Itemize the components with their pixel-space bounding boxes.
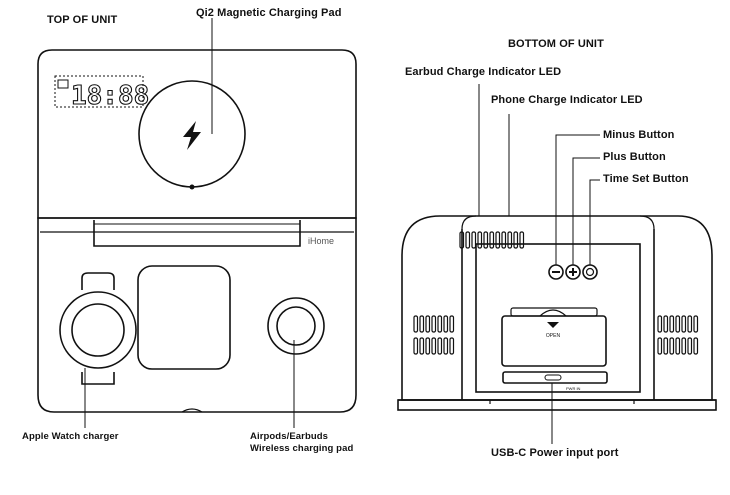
top-of-unit-title: TOP OF UNIT xyxy=(47,14,118,26)
plus-button-label: Plus Button xyxy=(603,151,666,163)
apple-watch-charger xyxy=(59,272,137,385)
pwr-in-label: PWR IN xyxy=(566,386,581,391)
airpods-label-line1: Airpods/Earbuds xyxy=(250,431,329,442)
minus-button-label: Minus Button xyxy=(603,129,675,141)
earbud-led-label: Earbud Charge Indicator LED xyxy=(405,66,562,78)
qi2-pad-label: Qi2 Magnetic Charging Pad xyxy=(196,7,342,19)
plus-icon xyxy=(569,268,577,276)
brand-logo: iHome xyxy=(308,236,334,246)
clock-icon xyxy=(585,267,595,277)
qi2-charging-pad xyxy=(138,80,246,190)
apple-watch-charger-label: Apple Watch charger xyxy=(22,431,119,442)
usb-c-port: PWR IN xyxy=(502,371,608,391)
bottom-unit-drawing: OPEN PWR IN xyxy=(397,84,717,444)
open-tab-label: OPEN xyxy=(546,333,561,339)
bottom-of-unit-title: BOTTOM OF UNIT xyxy=(508,38,604,50)
time-set-button xyxy=(582,264,598,280)
plus-button xyxy=(565,264,581,280)
top-vent xyxy=(459,231,525,249)
airpods-charging-pad xyxy=(267,297,325,355)
usb-c-port-label: USB-C Power input port xyxy=(491,447,619,459)
right-vent xyxy=(657,315,699,355)
airpods-label-line2: Wireless charging pad xyxy=(250,443,354,454)
clock-display: 18:88 xyxy=(54,75,150,112)
clock-digits: 18:88 xyxy=(71,81,149,111)
lightning-bolt-icon xyxy=(183,121,201,150)
minus-button xyxy=(548,264,564,280)
battery-door: OPEN xyxy=(501,307,607,367)
phone-led-label: Phone Charge Indicator LED xyxy=(491,94,643,106)
top-unit-drawing: 18:88 iHome xyxy=(37,18,357,428)
left-vent xyxy=(413,315,455,355)
phone-cradle xyxy=(137,265,231,370)
time-set-button-label: Time Set Button xyxy=(603,173,689,185)
